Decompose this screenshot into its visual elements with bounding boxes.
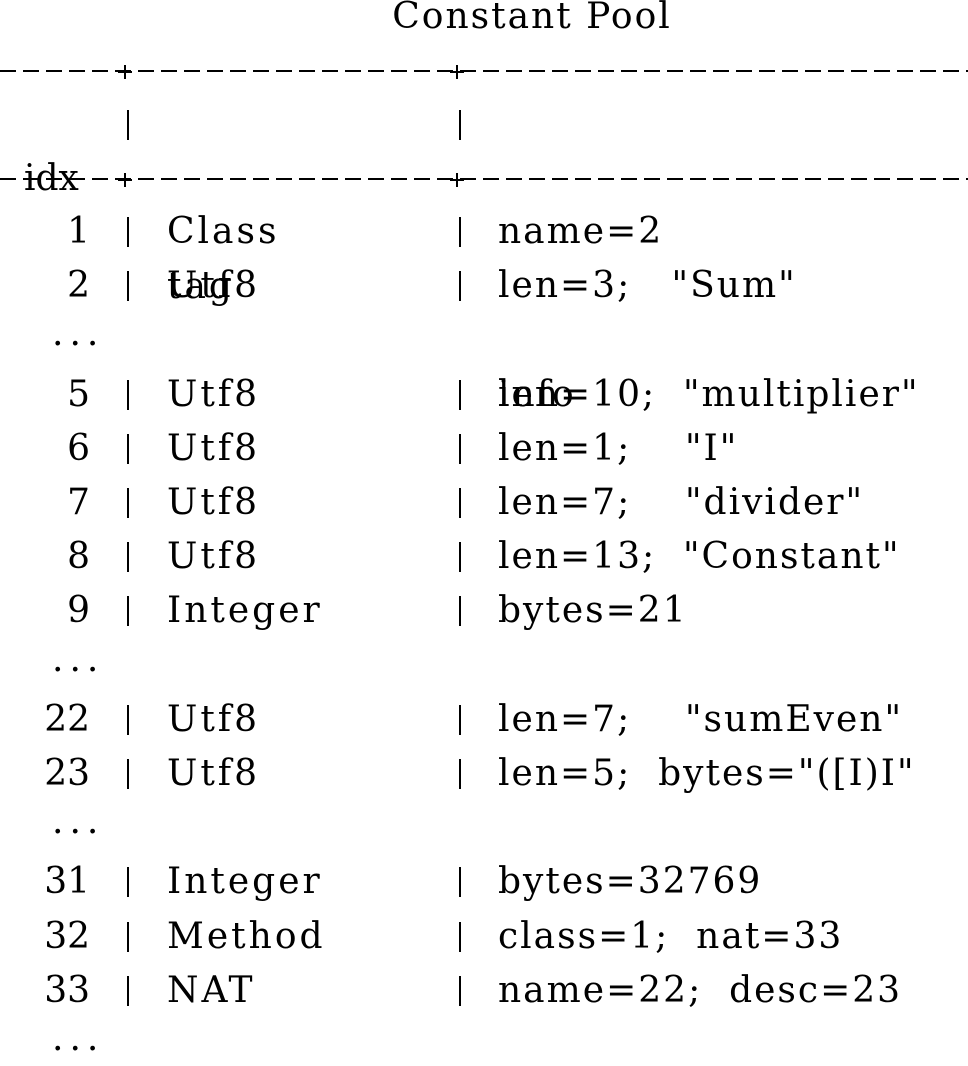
- cell-info: len=5; bytes="([I)I": [498, 753, 916, 794]
- cell-info: len=10; "multiplier": [498, 374, 920, 415]
- table-row: 1 Class name=2: [0, 205, 968, 259]
- column-separator: [459, 110, 461, 140]
- column-separator: [459, 271, 461, 301]
- column-separator: [459, 759, 461, 789]
- column-separator: [459, 705, 461, 735]
- column-separator: [459, 217, 461, 247]
- cell-idx: 8: [67, 536, 90, 577]
- cell-info: len=3; "Sum": [498, 265, 797, 306]
- table-row: 9 Integer bytes=21: [0, 584, 968, 638]
- cell-idx: 6: [67, 428, 90, 469]
- column-separator: [459, 867, 461, 897]
- column-separator: [127, 596, 129, 626]
- ellipsis-row: ...: [52, 801, 105, 842]
- table-row: 5 Utf8 len=10; "multiplier": [0, 368, 968, 422]
- cell-tag: Integer: [167, 590, 323, 631]
- cell-info: len=1; "I": [498, 428, 739, 469]
- column-separator: [127, 434, 129, 464]
- cell-tag: Utf8: [167, 265, 261, 306]
- column-separator: [127, 542, 129, 572]
- column-separator: [127, 976, 129, 1006]
- cell-info: name=22; desc=23: [498, 970, 903, 1011]
- cell-idx: 32: [44, 916, 90, 957]
- table-row: 33 NAT name=22; desc=23: [0, 964, 968, 1018]
- rule-junction: [450, 65, 464, 79]
- cell-tag: Utf8: [167, 753, 261, 794]
- column-separator: [459, 434, 461, 464]
- column-separator: [459, 596, 461, 626]
- cell-tag: Utf8: [167, 374, 261, 415]
- cell-idx: 33: [44, 970, 90, 1011]
- header-tag: tag: [167, 266, 235, 307]
- cell-idx: 1: [67, 211, 90, 252]
- column-separator: [459, 542, 461, 572]
- rule-junction: [118, 173, 132, 187]
- cell-idx: 2: [67, 265, 90, 306]
- ellipsis-row: ...: [52, 639, 105, 680]
- table-row: 32 Method class=1; nat=33: [0, 910, 968, 964]
- cell-idx: 31: [44, 861, 90, 902]
- column-separator: [127, 705, 129, 735]
- column-separator: [127, 110, 129, 140]
- cell-info: bytes=32769: [498, 861, 763, 902]
- cell-info: len=7; "sumEven": [498, 699, 903, 740]
- cell-tag: Method: [167, 916, 326, 957]
- column-separator: [127, 271, 129, 301]
- column-separator: [459, 380, 461, 410]
- table-row: 6 Utf8 len=1; "I": [0, 422, 968, 476]
- cell-tag: Class: [167, 211, 280, 252]
- cell-info: len=13; "Constant": [498, 536, 901, 577]
- cell-idx: 23: [44, 753, 90, 794]
- cell-tag: Utf8: [167, 428, 261, 469]
- table-row: 2 Utf8 len=3; "Sum": [0, 259, 968, 313]
- cell-info: bytes=21: [498, 590, 688, 631]
- cell-idx: 9: [67, 590, 90, 631]
- header-row: idx tag info: [0, 98, 968, 415]
- column-separator: [127, 922, 129, 952]
- table-row: 7 Utf8 len=7; "divider": [0, 476, 968, 530]
- header-bottom-rule: [0, 178, 968, 180]
- header-info: info: [498, 374, 576, 415]
- column-separator: [459, 488, 461, 518]
- rule-junction: [118, 65, 132, 79]
- cell-tag: Integer: [167, 861, 323, 902]
- cell-info: name=2: [498, 211, 664, 252]
- table-row: 23 Utf8 len=5; bytes="([I)I": [0, 747, 968, 801]
- cell-idx: 5: [67, 374, 90, 415]
- ellipsis-row: ...: [52, 1018, 105, 1059]
- column-separator: [459, 976, 461, 1006]
- column-separator: [459, 922, 461, 952]
- table-row: 8 Utf8 len=13; "Constant": [0, 530, 968, 584]
- cell-info: len=7; "divider": [498, 482, 865, 523]
- table-row: 22 Utf8 len=7; "sumEven": [0, 693, 968, 747]
- column-separator: [127, 217, 129, 247]
- cell-info: class=1; nat=33: [498, 916, 844, 957]
- cell-tag: NAT: [167, 970, 256, 1011]
- column-separator: [127, 867, 129, 897]
- column-separator: [127, 488, 129, 518]
- table-title: Constant Pool: [392, 0, 672, 37]
- cell-idx: 22: [44, 699, 90, 740]
- table-row: 31 Integer bytes=32769: [0, 855, 968, 909]
- rule-junction: [450, 173, 464, 187]
- cell-tag: Utf8: [167, 482, 261, 523]
- cell-tag: Utf8: [167, 699, 261, 740]
- column-separator: [127, 380, 129, 410]
- header-top-rule: [0, 70, 968, 72]
- cell-idx: 7: [67, 482, 90, 523]
- column-separator: [127, 759, 129, 789]
- ellipsis-row: ...: [52, 313, 105, 354]
- cell-tag: Utf8: [167, 536, 261, 577]
